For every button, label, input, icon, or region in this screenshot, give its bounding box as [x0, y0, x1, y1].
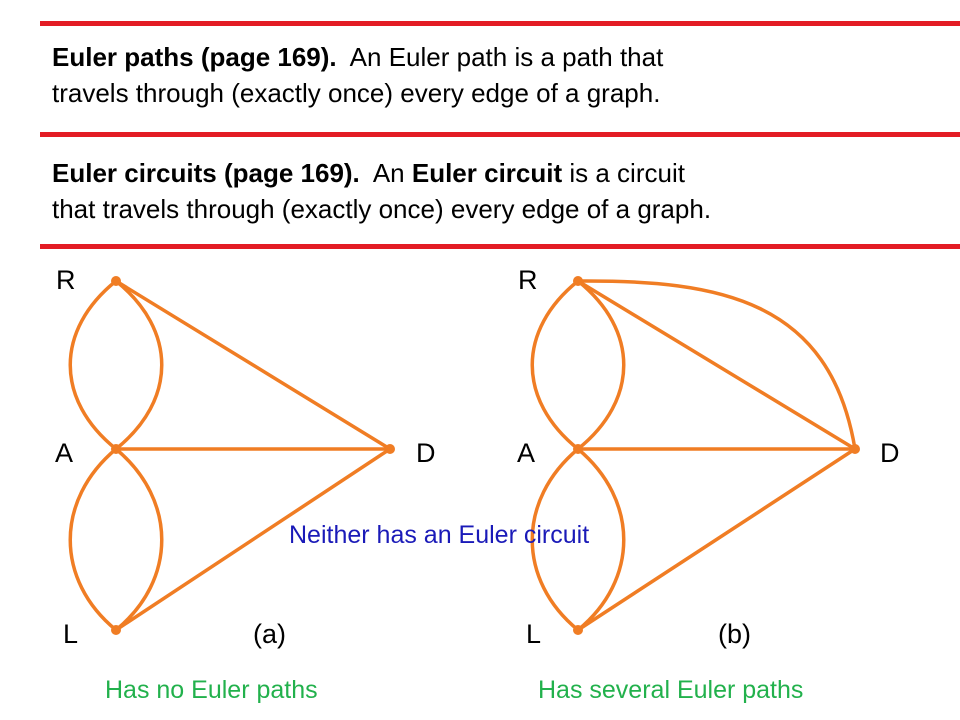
graph-b-vertex-d: [850, 444, 860, 454]
graph-b-label-d: D: [880, 438, 900, 468]
graph-a-edge-a-l-left: [68, 447, 118, 632]
euler-circuit-title: Euler circuits (page 169).: [52, 158, 360, 188]
graph-b-edge-r-d-curved: [576, 279, 857, 451]
graph-a-edge-r-a-right: [114, 279, 164, 451]
euler-path-definition: Euler paths (page 169). An Euler path is…: [52, 39, 932, 111]
graph-b-edge-r-d: [576, 279, 857, 451]
graph-a-vertex-a: [111, 444, 121, 454]
graph-b-edge-l-d: [576, 447, 857, 632]
graph-a-vertices: [111, 276, 395, 635]
euler-circuit-term: Euler circuit: [411, 158, 563, 188]
graph-b-vertex-a: [573, 444, 583, 454]
euler-circuit-note: Neither has an Euler circuit: [289, 521, 590, 549]
graph-a-label-d: D: [416, 438, 436, 468]
graph-a-edge-r-a-left: [68, 279, 118, 451]
graph-a-edge-r-d: [114, 279, 392, 451]
graph-b-edge-r-a-right: [576, 279, 626, 451]
euler-path-text-line1: An Euler path is a path that: [349, 42, 664, 72]
graph-a-label-l: L: [63, 619, 78, 649]
divider-bottom: [40, 244, 960, 249]
graph-a: [68, 279, 392, 632]
euler-path-text-line2: travels through (exactly once) every edg…: [52, 78, 661, 108]
graph-b-label-a: A: [517, 438, 535, 468]
graph-a-edge-a-l-right: [114, 447, 164, 632]
euler-circuit-text-line2: that travels through (exactly once) ever…: [52, 194, 712, 224]
graph-b-vertices: [573, 276, 860, 635]
divider-top: [40, 21, 960, 26]
graph-a-label-a: A: [55, 438, 73, 468]
graph-a-vertex-d: [385, 444, 395, 454]
euler-circuit-text-post: is a circuit: [569, 158, 685, 188]
graph-b-label-r: R: [518, 265, 538, 295]
graph-b-vertex-r: [573, 276, 583, 286]
graph-a-edge-l-d: [114, 447, 392, 632]
graph-a-verdict: Has no Euler paths: [105, 676, 318, 704]
graph-a-vertex-r: [111, 276, 121, 286]
graph-b-vertex-l: [573, 625, 583, 635]
graph-b-caption: (b): [718, 619, 751, 649]
graph-b-edge-a-l-left: [530, 447, 580, 632]
graph-a-caption: (a): [253, 619, 286, 649]
euler-circuit-text-pre: An: [372, 158, 405, 188]
euler-path-title: Euler paths (page 169).: [52, 42, 337, 72]
graph-b-edge-r-a-left: [530, 279, 580, 451]
graph-a-vertex-l: [111, 625, 121, 635]
graph-b-edge-a-l-right: [576, 447, 626, 632]
euler-circuit-definition: Euler circuits (page 169). An Euler circ…: [52, 155, 932, 227]
graph-b: [530, 279, 857, 632]
graph-b-verdict: Has several Euler paths: [538, 676, 804, 704]
divider-middle: [40, 132, 960, 137]
graph-b-label-l: L: [526, 619, 541, 649]
graph-a-label-r: R: [56, 265, 76, 295]
